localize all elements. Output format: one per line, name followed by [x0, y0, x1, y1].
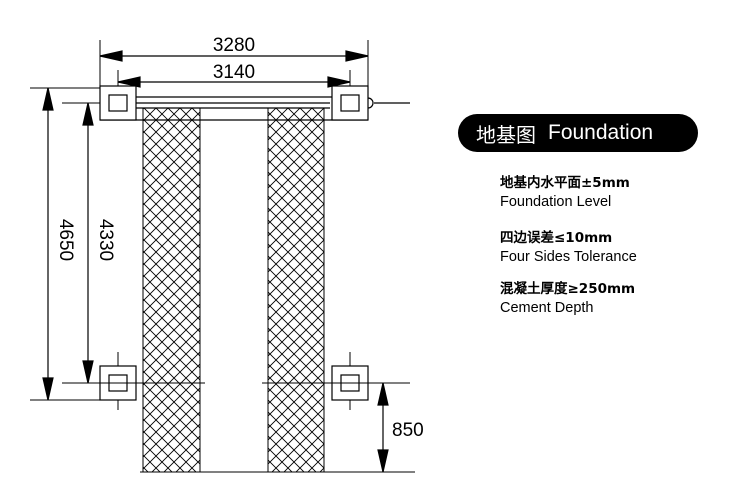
spec-label-en: Foundation Level: [500, 194, 612, 210]
title-badge: 地基图 Foundation: [458, 114, 698, 152]
spec-label-en: Four Sides Tolerance: [500, 249, 637, 265]
title-en: Foundation: [548, 121, 654, 144]
spec-label-en: Cement Depth: [500, 300, 594, 316]
overall-width-label: 3280: [213, 35, 255, 56]
spec-label-zh: 地基内水平面±5mm: [500, 175, 630, 191]
spec-foundation-level: 地基内水平面±5mm Foundation Level: [500, 174, 630, 212]
title-zh: 地基图: [476, 122, 536, 147]
spec-label-zh: 四边误差≤10mm: [500, 230, 613, 246]
left-cement-strip: [142, 107, 201, 473]
reference-lines: [30, 40, 415, 473]
spec-cement-depth: 混凝土厚度≥250mm Cement Depth: [500, 280, 635, 318]
overall-length-label: 4650: [55, 219, 76, 261]
inner-width-label: 3140: [213, 62, 255, 83]
inner-length-label: 4330: [95, 219, 116, 261]
dimension-lines: [42, 50, 389, 473]
front-offset-label: 850: [392, 420, 424, 441]
spec-label-zh: 混凝土厚度≥250mm: [500, 281, 636, 297]
column-base-top-right: [331, 85, 369, 121]
column-base-top-left: [99, 85, 137, 121]
right-cement-strip: [267, 107, 325, 473]
spec-four-sides-tolerance: 四边误差≤10mm Four Sides Tolerance: [500, 229, 637, 267]
